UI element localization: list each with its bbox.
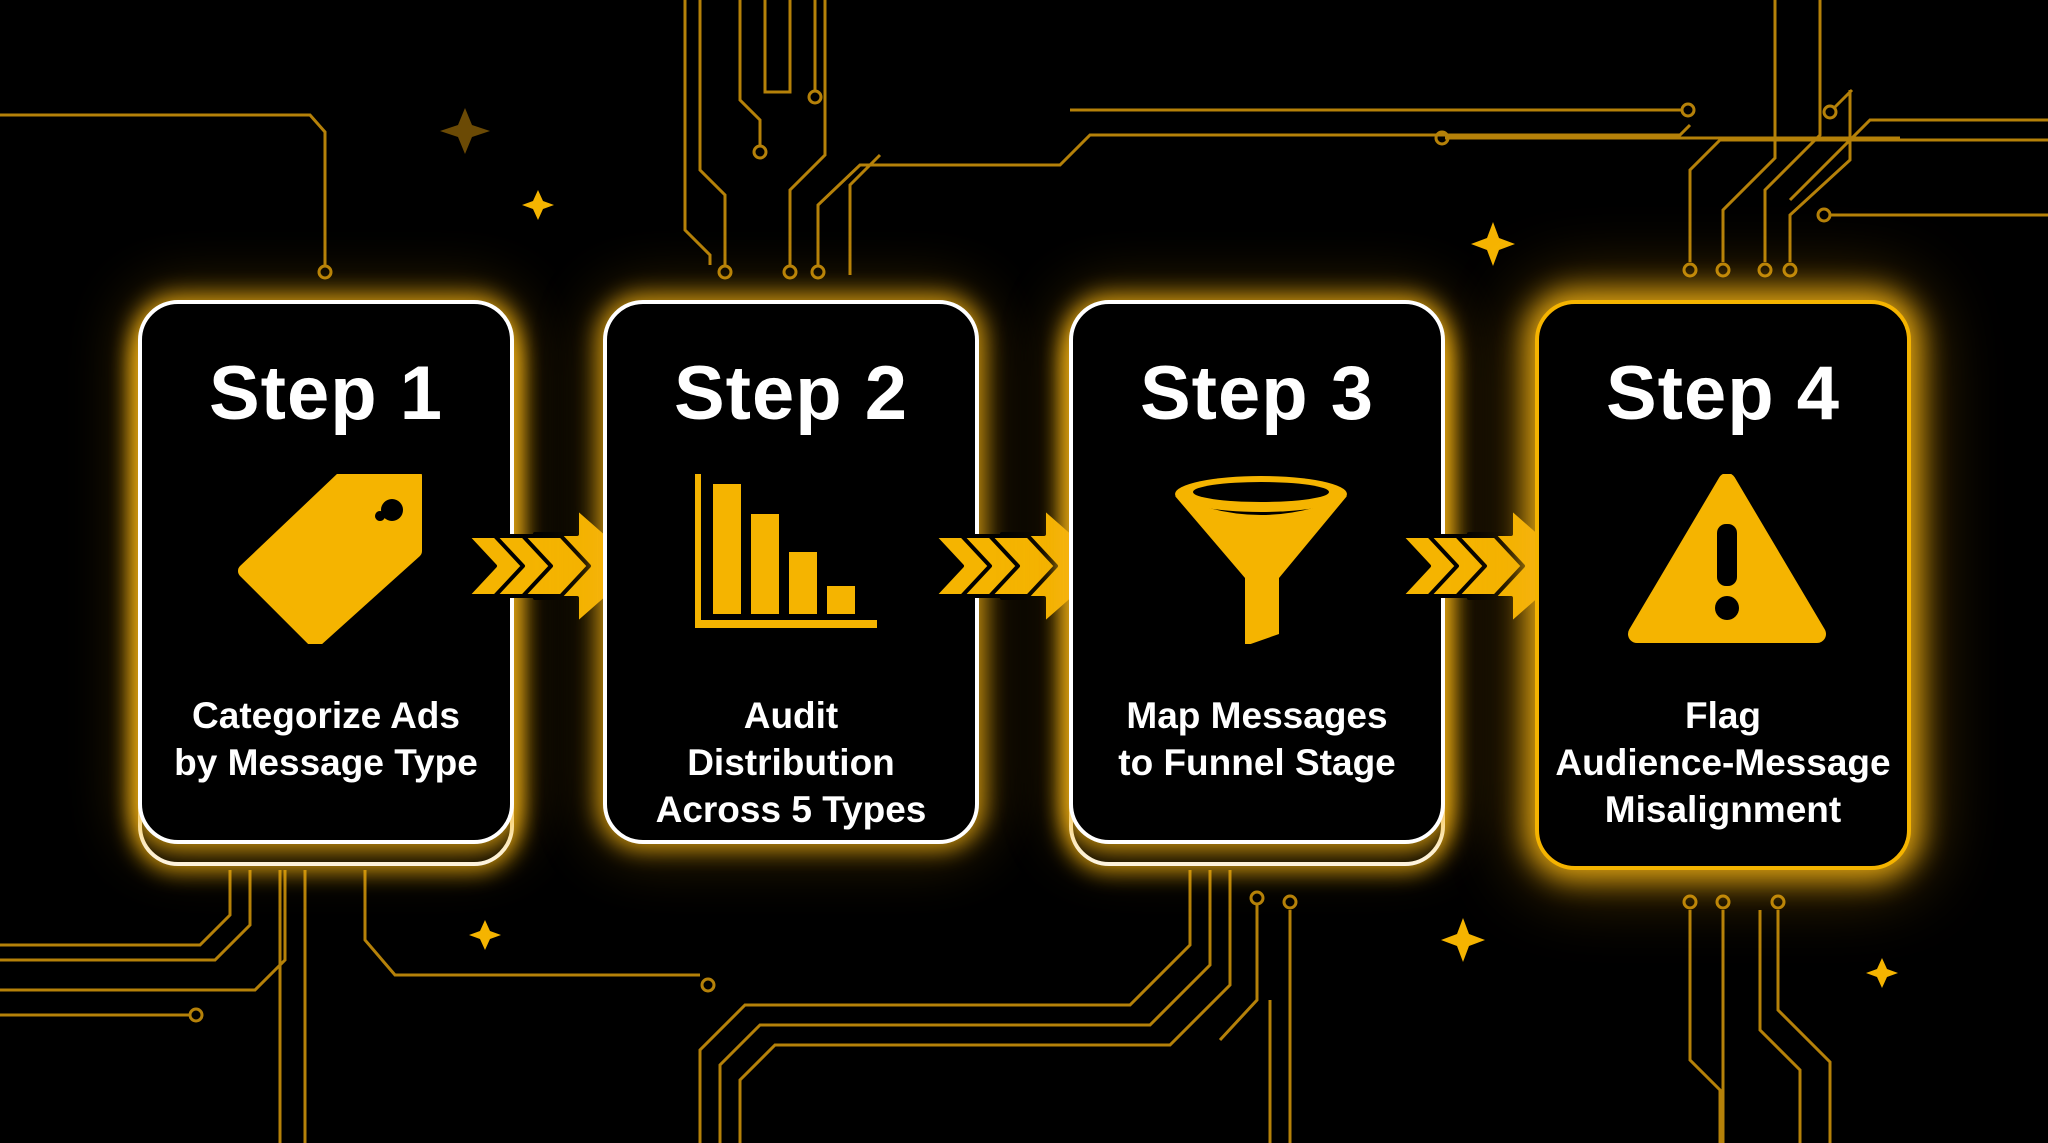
step-description: Flag Audience-Message Misalignment — [1555, 695, 1891, 830]
chevron-arrow-icon — [932, 506, 1112, 626]
step-card-2: Step 2 Audit Distribution Across 5 Types — [603, 300, 979, 844]
step-card-1: Step 1 Categorize Ads by Message Type — [138, 300, 514, 844]
tag-icon — [238, 474, 422, 644]
step-title: Step 1 — [208, 351, 444, 436]
step-card-3: Step 3 Map Messages to Funnel Stage — [1069, 300, 1445, 844]
warning-icon — [1628, 474, 1826, 643]
step-card-4: Step 4 Flag Audience-Message Misalignmen… — [1535, 300, 1911, 870]
step-title: Step 2 — [673, 351, 909, 436]
bar-chart-icon — [695, 474, 877, 628]
step-title: Step 4 — [1605, 351, 1841, 436]
chevron-arrow-icon — [465, 506, 645, 626]
step-description: Map Messages to Funnel Stage — [1118, 695, 1396, 783]
chevron-arrow-icon — [1399, 506, 1579, 626]
step-description: Categorize Ads by Message Type — [174, 695, 478, 783]
step-description: Audit Distribution Across 5 Types — [655, 695, 927, 830]
funnel-icon — [1175, 476, 1347, 644]
step-title: Step 3 — [1139, 351, 1375, 436]
